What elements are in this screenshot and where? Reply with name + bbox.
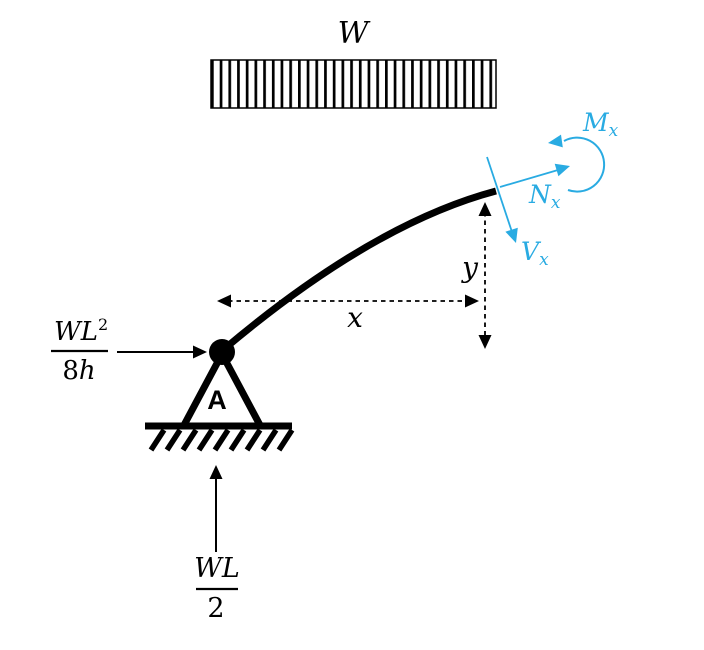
moment-arrowhead (548, 134, 563, 148)
normal-force-subscript: x (551, 193, 561, 213)
horizontal-reaction-denominator: 8h (62, 356, 95, 386)
vertical-reaction-denominator: 2 (207, 593, 224, 624)
y-dimension-arrow-top (478, 202, 492, 216)
distributed-load-label: W (338, 16, 371, 51)
pin-support-triangle (179, 352, 265, 429)
x-dimension-arrow-left (217, 294, 231, 308)
shear-force-symbol: V (521, 237, 542, 266)
distributed-load-hatch-band (210, 59, 497, 109)
pin-joint (209, 339, 235, 365)
normal-force-arrow-line (499, 169, 559, 188)
normal-force-label: Nx (528, 180, 561, 213)
y-dimension-label: y (460, 251, 479, 284)
horizontal-reaction-numerator: WL2 (54, 315, 108, 347)
moment-label: Mx (582, 108, 619, 141)
horizontal-reaction-numerator-vars: WL (54, 317, 98, 347)
x-dimension-label: x (347, 301, 363, 334)
moment-subscript: x (609, 121, 619, 141)
moment-arc (563, 136, 606, 193)
vertical-reaction-numerator: WL (194, 553, 240, 584)
y-dimension-arrow-bottom (478, 335, 492, 349)
support-label: A (207, 385, 227, 415)
shear-force-subscript: x (539, 250, 549, 270)
vertical-reaction-label: WL 2 (194, 553, 240, 624)
horizontal-reaction-numerator-superscript: 2 (98, 315, 108, 334)
shear-force-arrowhead (505, 227, 518, 243)
ground-hatching (148, 428, 295, 452)
section-cut-line (486, 156, 513, 233)
horizontal-reaction-denominator-var: h (79, 356, 96, 386)
x-dimension-arrow-right (465, 294, 479, 308)
shear-force-label: Vx (521, 237, 549, 270)
vertical-reaction-arrowhead (209, 465, 223, 479)
arch-member (220, 187, 497, 353)
horizontal-reaction-label: WL2 8h (51, 315, 108, 386)
normal-force-symbol: N (528, 180, 552, 209)
moment-symbol: M (582, 108, 610, 137)
horizontal-reaction-denominator-digit: 8 (62, 356, 79, 386)
normal-force-arrowhead (554, 163, 570, 177)
horizontal-reaction-arrowhead (193, 345, 207, 359)
